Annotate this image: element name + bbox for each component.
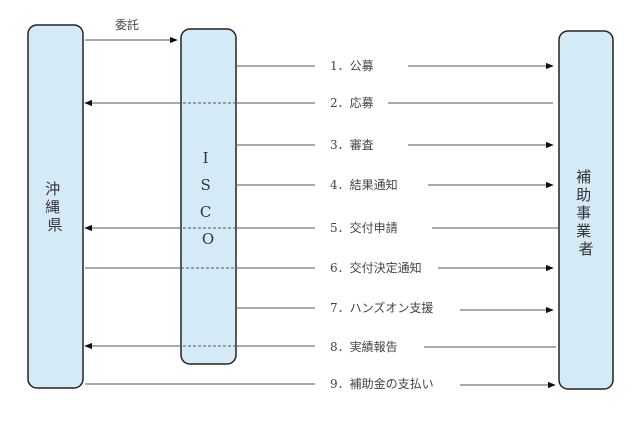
step-5: 5．交付申請 — [84, 220, 558, 235]
svg-text:7．ハンズオン支援: 7．ハンズオン支援 — [330, 300, 433, 315]
isco-label: I S C O — [200, 149, 216, 248]
svg-text:5．交付申請: 5．交付申請 — [330, 220, 398, 235]
operator-label: 補 助 事 業 者 — [576, 168, 596, 258]
step-7: 7．ハンズオン支援 — [236, 300, 554, 315]
svg-text:9．補助金の支払い: 9．補助金の支払い — [330, 376, 434, 391]
svg-text:6．交付決定通知: 6．交付決定通知 — [330, 260, 422, 275]
svg-text:8．実績報告: 8．実績報告 — [330, 339, 398, 354]
operator-box — [558, 30, 614, 390]
prefecture-box — [27, 24, 84, 389]
step-1: 1．公募 — [236, 59, 554, 73]
svg-text:2．応募: 2．応募 — [330, 96, 374, 110]
svg-text:3．審査: 3．審査 — [330, 137, 374, 152]
delegation-label: 委託 — [115, 17, 139, 32]
prefecture-label: 沖 縄 県 — [45, 180, 65, 234]
isco-box — [180, 28, 237, 365]
step-3: 3．審査 — [236, 137, 554, 152]
step-6: 6．交付決定通知 — [85, 260, 554, 275]
step-2: 2．応募 — [84, 96, 553, 110]
svg-text:4．結果通知: 4．結果通知 — [330, 178, 398, 192]
svg-text:1．公募: 1．公募 — [330, 59, 374, 73]
step-4: 4．結果通知 — [236, 178, 554, 192]
step-8: 8．実績報告 — [84, 339, 556, 354]
step-9: 9．補助金の支払い — [85, 376, 556, 391]
